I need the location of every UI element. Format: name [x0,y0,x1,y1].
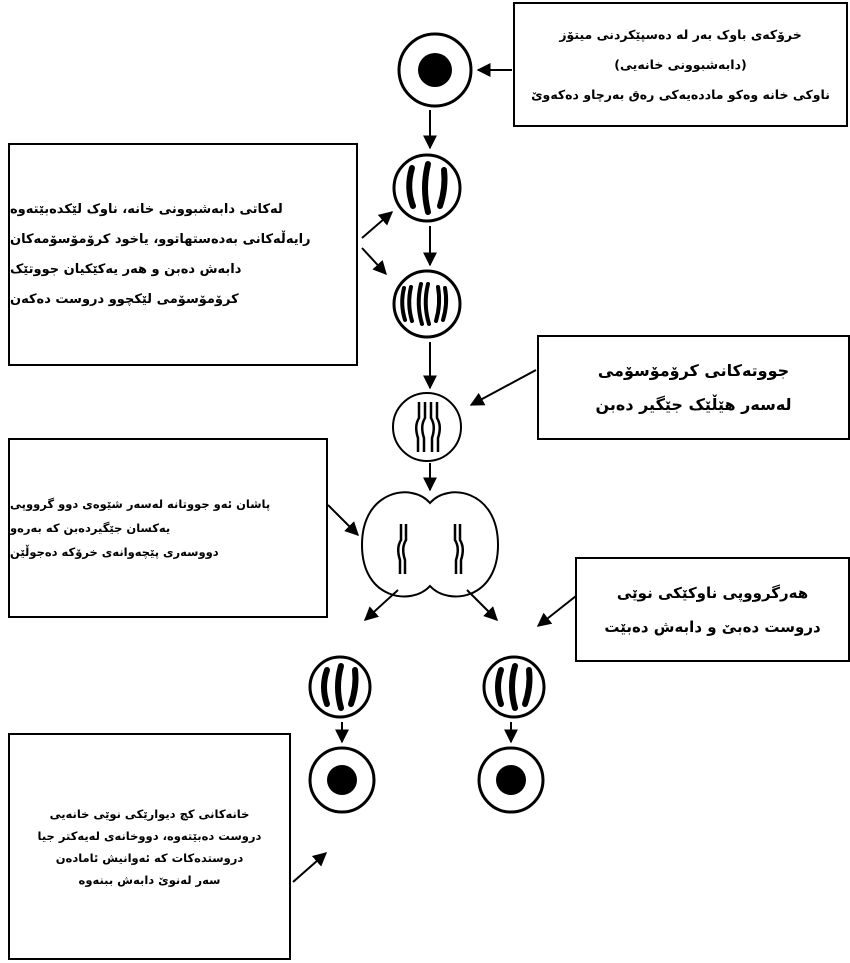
note-box-pairs-align: جووتەکانی کرۆمۆسۆمی لەسەر هێڵێک جێگیر دە… [537,335,850,440]
cell-icon [308,746,376,814]
note-line: دابەش دەبن و هەر یەکێکیان جووتێک [10,261,242,277]
note-box-premitosis: خرۆکەی باوک بەر لە دەسپێکردنی میتۆز (داب… [513,2,848,127]
note-line: لەسەر هێڵێک جێگیر دەبن [595,394,792,414]
arrow-icon [292,63,577,883]
note-line: لەکاتی دابەشبوونی خانە، ناوک لێکدەبێتەوە [10,201,283,217]
note-line: خرۆکەی باوک بەر لە دەسپێکردنی میتۆز [559,26,802,42]
note-line: جووتەکانی کرۆمۆسۆمی [597,360,790,380]
note-line: سەر لەنوێ دابەش ببنەوە [78,872,221,887]
cell-icon [397,32,473,108]
note-line: دروست دەبێ و دابەش دەبێت [604,617,821,636]
note-box-chromosomes-split: لەکاتی دابەشبوونی خانە، ناوک لێکدەبێتەوە… [8,143,358,366]
chromosome-icon [392,269,462,339]
note-line: دروست دەبێتەوە، دووخانەی لەیەکتر جیا [37,828,262,843]
note-box-daughter-cells: خانەکانی کچ دیوارێکی نوێی خانەیی دروست د… [8,733,291,960]
note-box-groups-separate: پاشان ئەو جووتانە لەسەر شێوەی دوو گرووپی… [8,438,328,618]
note-line: دروستدەکات کە ئەوانیش ئامادەن [55,850,244,865]
note-line: رایەڵەکانی بەدەستهاتوو، یاخود کرۆمۆسۆمەک… [10,231,311,247]
chromosome-icon [392,153,462,223]
cell-icon [477,746,545,814]
chromosome-icon [482,655,546,719]
dividing-cell-icon [360,491,500,598]
note-line: (دابەشبوونی خانەیی) [614,56,747,72]
note-line: ناوکی خانە وەکو ماددەیەکی رەق بەرچاو دەک… [531,86,830,102]
note-line: یەکسان جێگیردەبن کە بەرەو [10,521,171,535]
note-box-new-nucleus: هەرگرووپی ناوکێکی نوێی دروست دەبێ و دابە… [575,557,850,662]
chromosome-icon [308,655,372,719]
chromosome-icon [392,392,462,462]
note-line: هەرگرووپی ناوکێکی نوێی [616,583,809,602]
note-line: خانەکانی کچ دیوارێکی نوێی خانەیی [49,806,250,821]
note-line: دووسەری پێچەوانەی خرۆکە دەجوڵێن [10,545,219,559]
note-line: کرۆمۆسۆمی لێکچوو دروست دەکەن [10,291,239,307]
note-line: پاشان ئەو جووتانە لەسەر شێوەی دوو گرووپی [10,497,271,511]
